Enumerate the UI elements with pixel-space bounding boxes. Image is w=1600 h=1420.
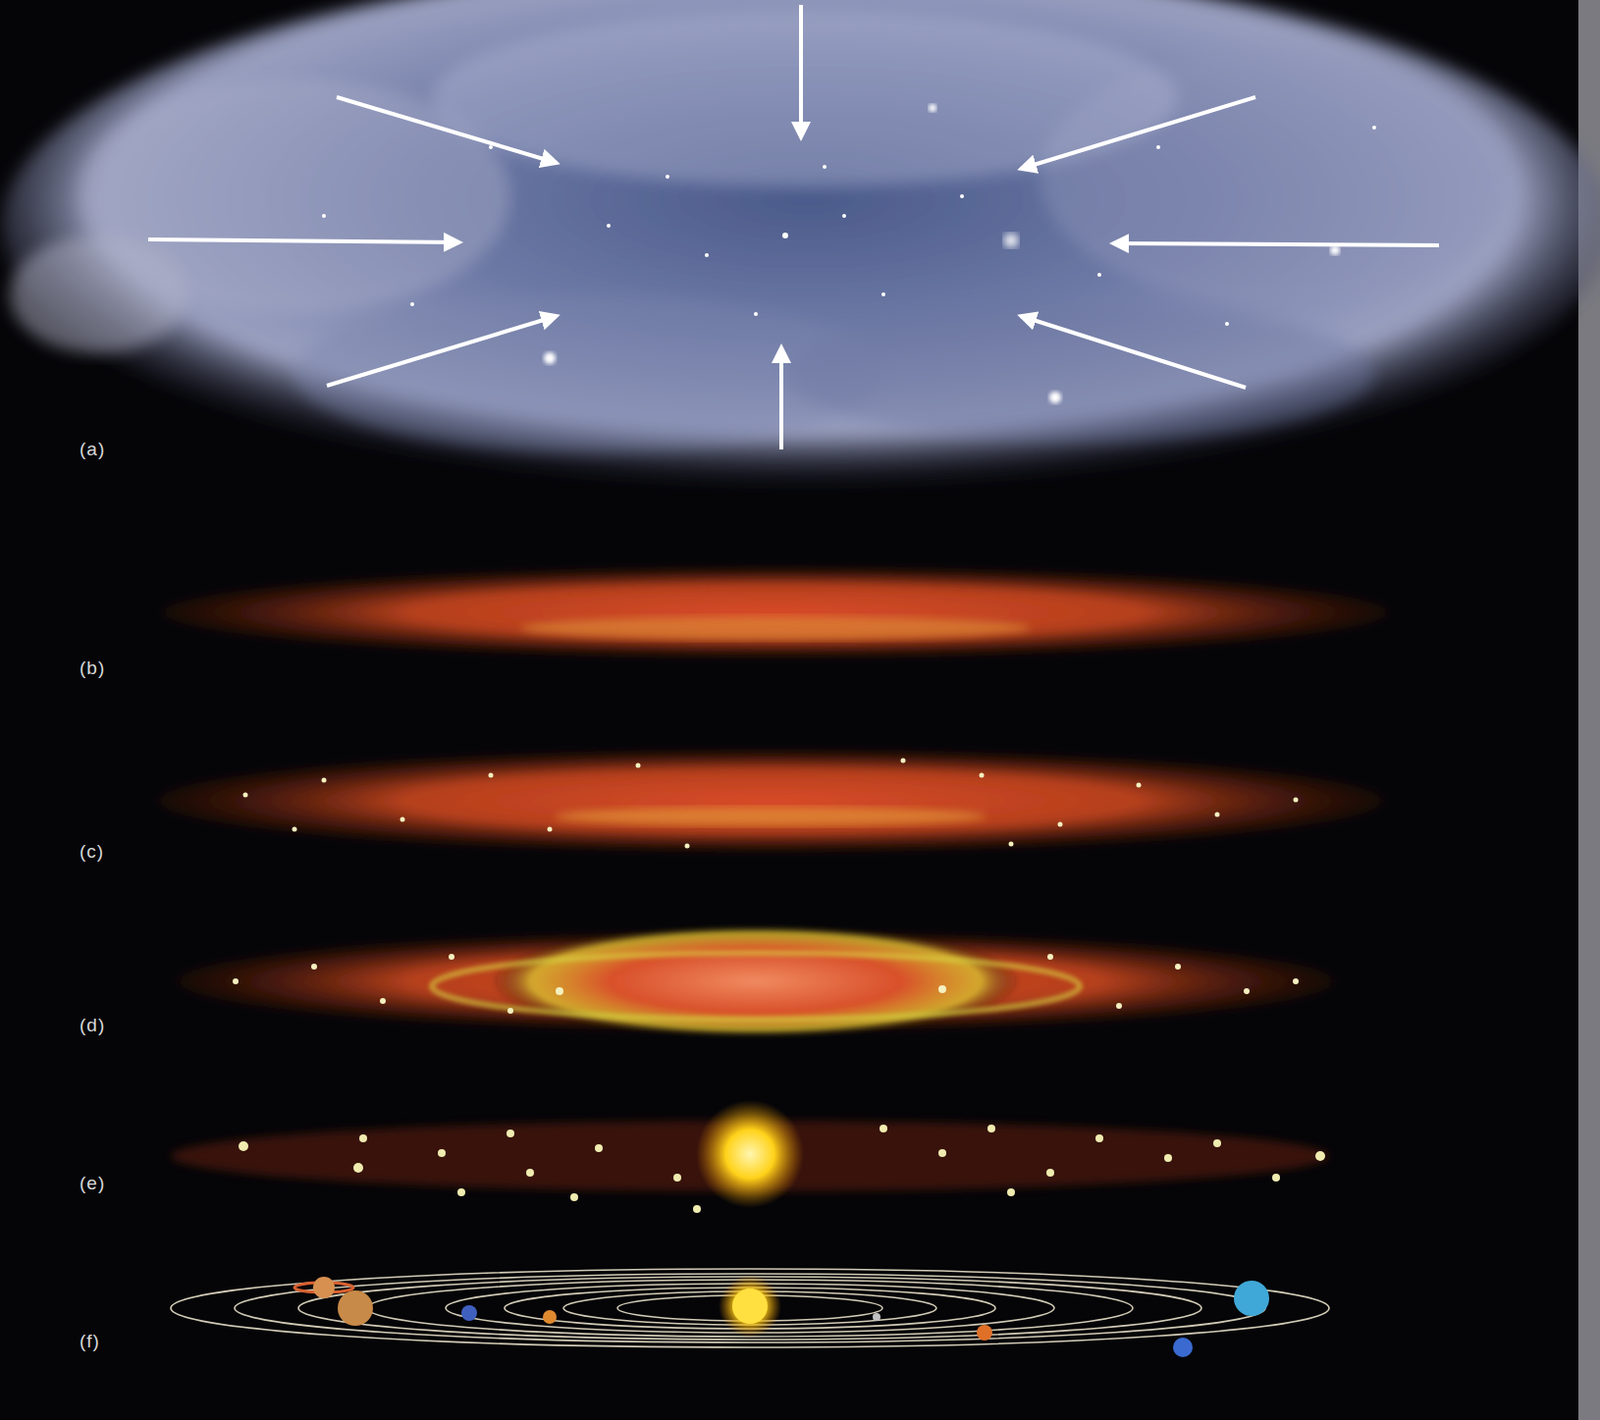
stage-label: (f) <box>79 1331 101 1353</box>
stage-label: (c) <box>79 841 105 863</box>
stage-label: (b) <box>79 657 106 680</box>
collapse-arrows <box>148 4 1440 450</box>
molecular-cloud <box>1 0 1600 491</box>
stage-label: (d) <box>79 1014 106 1037</box>
stage-label: (e) <box>79 1173 106 1195</box>
disk-with-planetesimals <box>157 749 1385 853</box>
stage-label: (a) <box>79 438 106 461</box>
solar-system-orbits <box>170 1269 1330 1348</box>
young-sun-and-planetesimals <box>170 1100 1330 1214</box>
protoplanetary-disk <box>161 567 1389 658</box>
disk-with-protosun <box>176 924 1335 1039</box>
planets <box>294 1275 1270 1358</box>
